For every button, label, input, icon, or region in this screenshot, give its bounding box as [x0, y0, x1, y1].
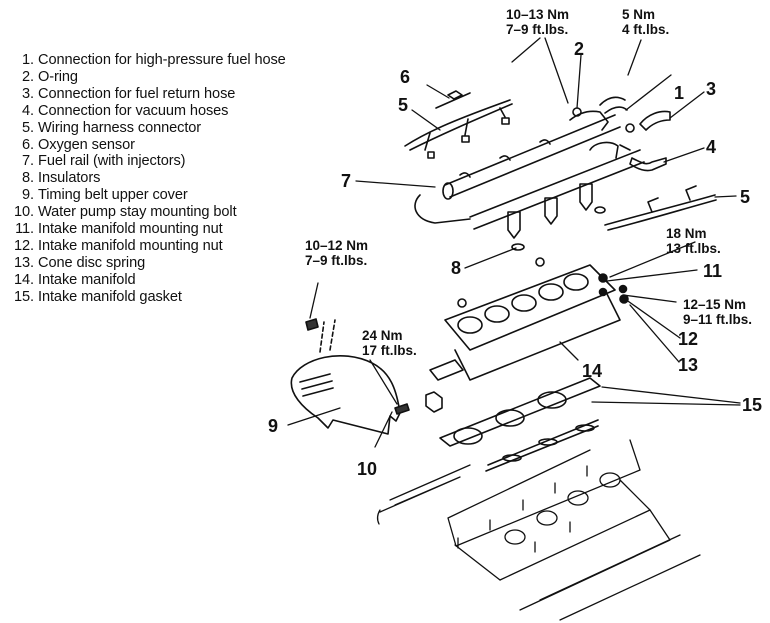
legend-item: 11.Intake manifold mounting nut [15, 221, 223, 238]
legend-item: 1.Connection for high-pressure fuel hose [22, 52, 286, 68]
torque-spec-manifold-nut-11: 18 Nm 13 ft.lbs. [666, 226, 721, 256]
intake-gasket [440, 378, 600, 471]
callout-13: 13 [678, 355, 699, 375]
callout-12: 12 [678, 329, 699, 349]
callout-8: 8 [451, 258, 462, 278]
wiring-harness-right [605, 186, 716, 230]
torque-spec-high-pressure-fitting: 5 Nm 4 ft.lbs. [622, 7, 670, 37]
callout-6: 6 [400, 67, 411, 87]
legend-item: 3.Connection for fuel return hose [22, 85, 236, 102]
callout-3: 3 [706, 79, 717, 99]
legend-item: 5.Wiring harness connector [22, 119, 202, 136]
legend-item: 2.O-ring [22, 68, 78, 85]
leader-lines [288, 38, 740, 447]
legend-item: 9.Timing belt upper cover [22, 187, 188, 204]
water-pump-stay-bolt [395, 392, 442, 414]
fuel-rail-upper [443, 97, 627, 199]
manifold-nuts [599, 274, 628, 303]
callout-4: 4 [706, 137, 717, 157]
fuel-rail-lower [415, 143, 644, 250]
torque-spec-water-pump-stay-bolt: 24 Nm 17 ft.lbs. [362, 328, 417, 358]
legend-item: 13.Cone disc spring [14, 254, 146, 271]
torque-spec-fuel-rail-bolt: 10–13 Nm 7–9 ft.lbs. [506, 7, 570, 37]
wiring-harness-left [405, 91, 512, 158]
callout-7: 7 [341, 171, 352, 191]
legend-item: 6.Oxygen sensor [22, 136, 135, 153]
legend-item: 15.Intake manifold gasket [14, 288, 182, 305]
callout-15: 15 [742, 395, 763, 415]
callout-1: 1 [674, 83, 685, 103]
callout-10: 10 [357, 459, 378, 479]
cylinder-head [378, 440, 700, 620]
callout-2: 2 [574, 39, 585, 59]
timing-belt-cover [291, 319, 400, 434]
intake-manifold [430, 258, 620, 380]
legend-item: 10.Water pump stay mounting bolt [14, 204, 237, 221]
hoses [626, 112, 670, 171]
legend-item: 14.Intake manifold [14, 271, 136, 288]
parts-legend: 1.Connection for high-pressure fuel hose… [4, 52, 286, 306]
callout-9: 9 [268, 416, 279, 436]
torque-spec-cover-bolt: 10–12 Nm 7–9 ft.lbs. [305, 238, 369, 268]
legend-item: 12.Intake manifold mounting nut [14, 237, 223, 254]
legend-item: 4.Connection for vacuum hoses [22, 102, 229, 119]
callout-5-harness-right: 5 [740, 187, 751, 207]
callout-14: 14 [582, 361, 603, 381]
torque-spec-manifold-nut-12: 12–15 Nm 9–11 ft.lbs. [683, 297, 753, 327]
callout-5-harness-left: 5 [398, 95, 409, 115]
legend-item: 7.Fuel rail (with injectors) [22, 153, 186, 170]
legend-item: 8.Insulators [22, 170, 101, 187]
callout-11: 11 [703, 261, 723, 281]
